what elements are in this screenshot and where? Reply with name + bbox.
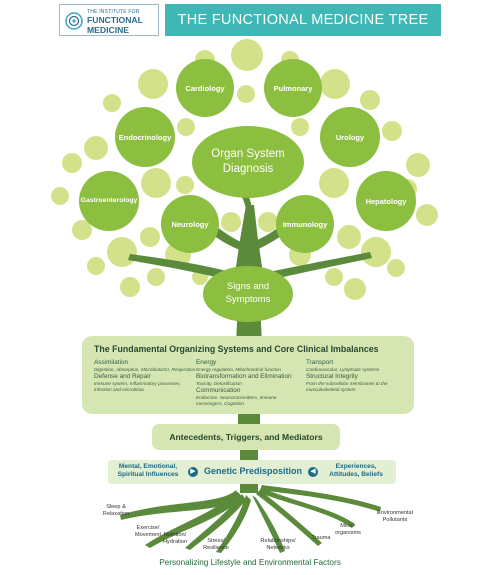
ifm-logo: THE INSTITUTE FOR FUNCTIONAL MEDICINE bbox=[59, 4, 159, 36]
system-heading: Structural Integrity bbox=[306, 373, 358, 380]
system-detail: Endocrine, Neurotransmitters, Immune mes… bbox=[196, 395, 277, 406]
root-label-exercise: Exercise/ Movement bbox=[134, 525, 162, 538]
leaf-label-gastroenterology: Gastroenterology bbox=[80, 197, 138, 204]
logo-mark-icon bbox=[65, 12, 83, 30]
arrow-right-icon: ▶ bbox=[188, 467, 198, 477]
signs-label-line2: Symptoms bbox=[225, 294, 271, 305]
experiences-label: Experiences, Attitudes, Beliefs bbox=[329, 463, 383, 478]
leaf-label-immunology: Immunology bbox=[282, 220, 328, 229]
antecedents-box: Antecedents, Triggers, and Mediators bbox=[152, 424, 340, 450]
title-banner: THE FUNCTIONAL MEDICINE TREE bbox=[165, 4, 441, 36]
root-label-trauma: Trauma bbox=[311, 535, 331, 541]
center-label-line1: Organ System bbox=[211, 148, 285, 160]
organ-leaves bbox=[79, 59, 416, 322]
system-detail: Digestion, Absorption, Microbiota/GI, Re… bbox=[94, 367, 196, 372]
system-heading: Assimilation bbox=[94, 359, 129, 366]
signs-label-line1: Signs and bbox=[226, 281, 270, 292]
root-label-sleep: Sleep & Relaxation bbox=[102, 504, 130, 517]
system-heading: Communication bbox=[196, 387, 241, 394]
page-title: THE FUNCTIONAL MEDICINE TREE bbox=[177, 12, 429, 28]
panel-column-3: Transport Cardiovascular, Lymphatic syst… bbox=[306, 359, 410, 393]
system-detail: From the subcellular membranes to the mu… bbox=[306, 381, 388, 392]
root-label-relationships: Relationships/ Networks bbox=[260, 538, 296, 551]
footer-label: Personalizing Lifestyle and Environmenta… bbox=[159, 558, 341, 567]
arrow-left-icon: ◀ bbox=[308, 467, 318, 477]
system-heading: Energy bbox=[196, 359, 217, 366]
genetic-predisposition-label: Genetic Predisposition bbox=[203, 466, 303, 476]
leaf-label-cardiology: Cardiology bbox=[185, 84, 225, 93]
leaf-label-endocrinology: Endocrinology bbox=[118, 133, 172, 142]
panel-title: The Fundamental Organizing Systems and C… bbox=[94, 344, 379, 354]
system-heading: Transport bbox=[306, 359, 334, 366]
system-heading: Biotransformation and Elimination bbox=[196, 373, 292, 380]
system-detail: Immune system, Inflammatory processes, I… bbox=[94, 381, 181, 392]
leaf-label-neurology: Neurology bbox=[171, 220, 209, 229]
genetic-band: Mental, Emotional, Spiritual Influences … bbox=[108, 460, 396, 484]
tree-roots bbox=[120, 485, 381, 553]
panel-column-2: Energy Energy regulation, Mitochondrial … bbox=[196, 359, 300, 407]
system-detail: Cardiovascular, Lymphatic systems bbox=[306, 367, 380, 372]
root-label-nutrition: Nutrition/ Hydration bbox=[163, 532, 187, 545]
system-detail: Energy regulation, Mitochondrial functio… bbox=[196, 367, 281, 372]
logo-text-line2: FUNCTIONAL bbox=[87, 15, 143, 25]
leaf-label-pulmonary: Pulmonary bbox=[273, 84, 313, 93]
leaf-label-hepatology: Hepatology bbox=[365, 197, 407, 206]
antecedents-label: Antecedents, Triggers, and Mediators bbox=[169, 432, 323, 442]
system-heading: Defense and Repair bbox=[94, 373, 151, 380]
core-imbalances-panel: The Fundamental Organizing Systems and C… bbox=[82, 336, 414, 414]
system-detail: Toxicity, Detoxification bbox=[196, 381, 242, 386]
mental-influences-label: Mental, Emotional, Spiritual Influences bbox=[117, 463, 179, 478]
logo-text-line1: THE INSTITUTE FOR bbox=[87, 9, 140, 15]
root-label-microorganisms: Micro- organisms bbox=[335, 523, 361, 536]
root-label-stress: Stress/ Resilience bbox=[203, 538, 229, 551]
logo-text-line3: MEDICINE bbox=[87, 25, 130, 35]
panel-column-1: Assimilation Digestion, Absorption, Micr… bbox=[94, 359, 198, 393]
center-label-line2: Diagnosis bbox=[222, 163, 274, 175]
leaf-label-urology: Urology bbox=[335, 133, 365, 142]
root-label-environmental: Environmental Pollutants bbox=[377, 510, 413, 523]
